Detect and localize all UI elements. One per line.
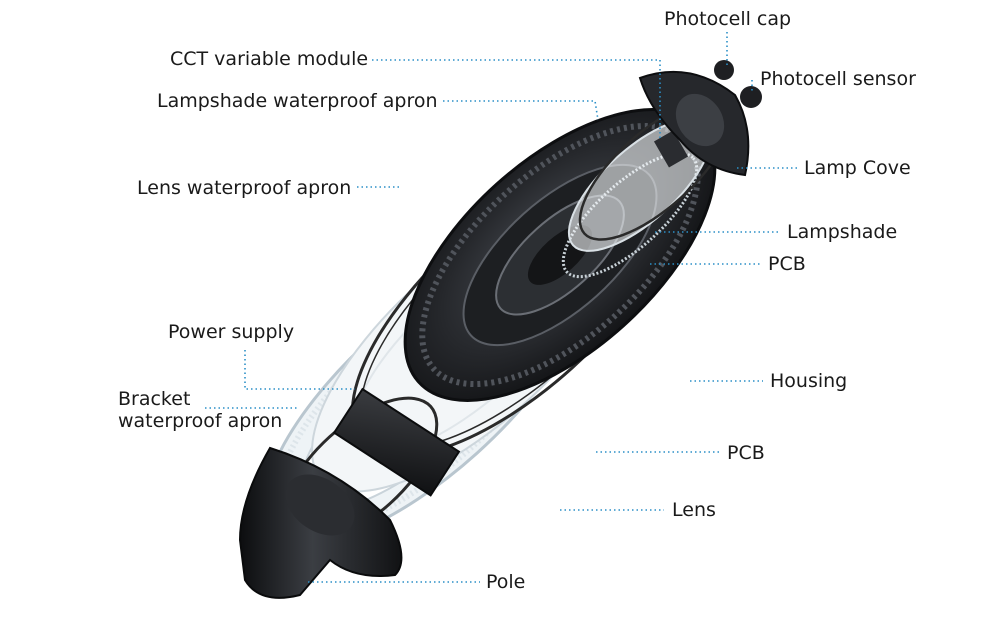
leader-cct-variable-module — [372, 59, 661, 138]
label-pole: Pole — [486, 571, 526, 593]
leader-lines — [205, 32, 797, 583]
cct-variable-module-part — [653, 130, 689, 168]
label-bracket-waterproof-apron: Bracket waterproof apron — [118, 388, 282, 432]
label-photocell-sensor: Photocell sensor — [760, 68, 916, 90]
label-pcb-bottom: PCB — [727, 442, 765, 464]
label-lens: Lens — [672, 499, 716, 521]
power-supply-part — [332, 387, 461, 497]
label-housing: Housing — [770, 370, 848, 392]
lamp-cove-part — [638, 70, 750, 177]
photocell-sensor-part — [740, 86, 762, 108]
pole-part — [238, 446, 403, 599]
label-lamp-cove: Lamp Cove — [804, 157, 911, 179]
label-photocell-cap: Photocell cap — [664, 8, 792, 30]
label-lens-waterproof-apron: Lens waterproof apron — [137, 177, 352, 199]
label-bracket-line1: Bracket — [118, 388, 191, 410]
label-cct-variable-module: CCT variable module — [170, 48, 369, 70]
label-bracket-line2: waterproof apron — [118, 410, 283, 432]
label-lampshade: Lampshade — [787, 221, 898, 243]
leader-lampshade-waterproof-apron — [443, 100, 599, 121]
photocell-cap-part — [714, 60, 734, 80]
label-lampshade-waterproof-apron: Lampshade waterproof apron — [157, 90, 438, 112]
label-pcb-top: PCB — [768, 253, 806, 275]
label-power-supply: Power supply — [168, 321, 295, 343]
